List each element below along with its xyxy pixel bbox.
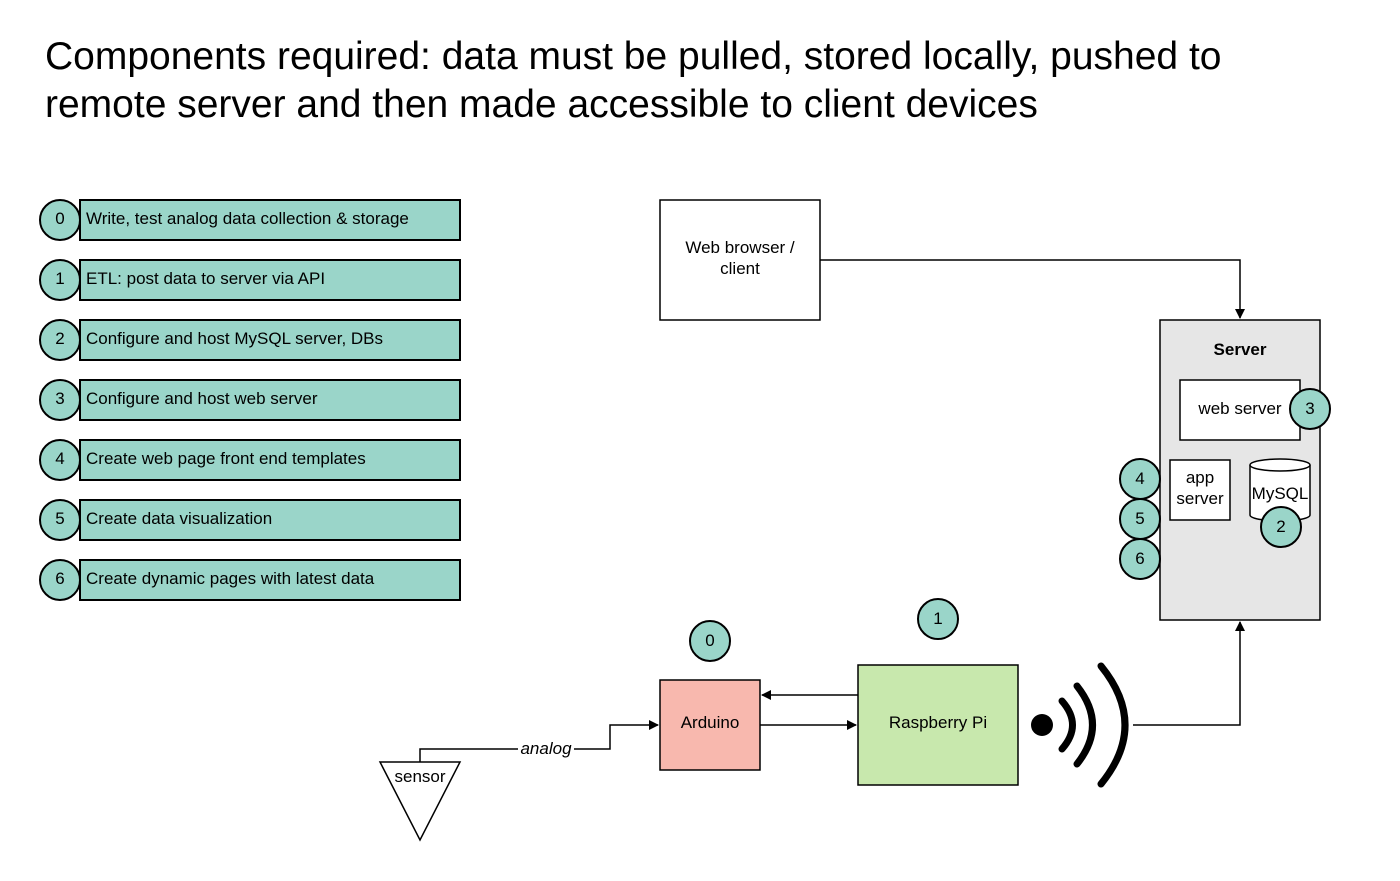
browser-label-line-1: Web browser / (685, 238, 795, 257)
sensor-label: sensor (394, 767, 445, 786)
task-label: Configure and host MySQL server, DBs (86, 329, 383, 348)
app-server-label-line-2: server (1176, 489, 1224, 508)
raspberry-pi-badge: 1 (933, 609, 942, 628)
raspberry-pi-label: Raspberry Pi (889, 713, 987, 732)
task-number: 1 (55, 269, 64, 288)
wifi-signal-icon (1031, 662, 1129, 788)
task-number: 5 (55, 509, 64, 528)
raspberry-pi-node: 1 Raspberry Pi (857, 598, 1019, 786)
task-label: ETL: post data to server via API (86, 269, 325, 288)
analog-label-background (518, 738, 574, 758)
task-number: 4 (55, 449, 64, 468)
server-badge: 5 (1135, 509, 1144, 528)
task-number: 3 (55, 389, 64, 408)
task-list: 0 Write, test analog data collection & s… (39, 199, 461, 601)
server-title: Server (1214, 340, 1267, 359)
arduino-node: 0 Arduino (659, 620, 761, 771)
task-item: 3 Configure and host web server (39, 379, 461, 421)
web-server-label: web server (1197, 399, 1281, 418)
sensor-triangle-icon (378, 761, 462, 842)
server-badge: 4 (1135, 469, 1144, 488)
arduino-label: Arduino (681, 713, 740, 732)
browser-to-server-connector (820, 259, 1245, 319)
page-title-line-2: remote server and then made accessible t… (45, 83, 1038, 126)
task-label: Create dynamic pages with latest data (86, 569, 375, 588)
wireless-to-server-connector (1133, 621, 1245, 726)
sensor-node: sensor (378, 761, 462, 842)
mysql-badge: 2 (1276, 517, 1285, 536)
task-number: 0 (55, 209, 64, 228)
task-label: Create data visualization (86, 509, 272, 528)
task-label: Create web page front end templates (86, 449, 366, 468)
task-item: 6 Create dynamic pages with latest data (39, 559, 461, 601)
task-number: 6 (55, 569, 64, 588)
web-server-badge: 3 (1305, 399, 1314, 418)
task-item: 2 Configure and host MySQL server, DBs (39, 319, 461, 361)
task-item: 0 Write, test analog data collection & s… (39, 199, 461, 241)
server-node: Server web server 3 app server MySQL 2 4… (1119, 319, 1331, 621)
analog-edge-label: analog (520, 739, 572, 758)
task-label: Configure and host web server (86, 389, 318, 408)
arduino-badge: 0 (705, 631, 714, 650)
web-server-node: web server 3 (1179, 379, 1331, 441)
task-item: 4 Create web page front end templates (39, 439, 461, 481)
mysql-database-node: MySQL 2 (1249, 458, 1311, 548)
app-server-label-line-1: app (1186, 468, 1214, 487)
page-title-line-1: Components required: data must be pulled… (45, 35, 1221, 78)
browser-label-line-2: client (720, 259, 760, 278)
task-item: 5 Create data visualization (39, 499, 461, 541)
server-side-badges: 4 5 6 (1119, 458, 1161, 580)
server-badge: 6 (1135, 549, 1144, 568)
web-browser-client-node: Web browser / client (659, 199, 821, 321)
task-number: 2 (55, 329, 64, 348)
sensor-to-arduino-connector (419, 720, 659, 762)
app-server-node: app server (1169, 459, 1231, 521)
task-label: Write, test analog data collection & sto… (86, 209, 409, 228)
task-item: 1 ETL: post data to server via API (39, 259, 461, 301)
mysql-label: MySQL (1252, 484, 1309, 503)
